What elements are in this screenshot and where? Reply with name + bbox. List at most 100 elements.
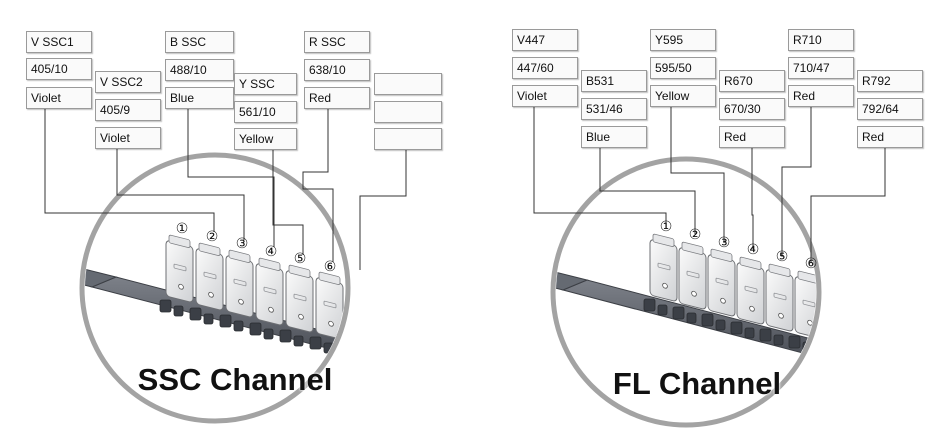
connector-peg: [730, 321, 743, 335]
filter-label: 488/10: [165, 59, 234, 81]
magnifier-ring: [79, 152, 351, 424]
detector-screw: [238, 298, 244, 305]
connector-peg: [263, 328, 274, 340]
connector-peg: [701, 313, 714, 327]
filter-label: 670/30: [719, 98, 785, 120]
detector-top: [739, 256, 762, 270]
laser-label: Violet: [512, 85, 578, 107]
laser-label: [374, 128, 442, 150]
connector-peg: [773, 334, 784, 346]
detector-body: [255, 263, 284, 326]
detector-slot: [323, 300, 337, 309]
position-marker-2: ②: [689, 227, 702, 243]
detector-slot: [802, 299, 816, 308]
detector-block: [707, 248, 736, 317]
laser-label: Blue: [165, 87, 234, 109]
detector-top: [768, 263, 791, 277]
position-marker-6: ⑥: [324, 259, 337, 275]
detector-body: [736, 262, 765, 325]
filter-label: 447/60: [512, 57, 578, 79]
detector-slot: [686, 270, 700, 279]
connector-peg: [293, 335, 304, 347]
detector-screw: [691, 290, 697, 297]
connector-peg: [279, 329, 292, 343]
detector-screw: [208, 291, 214, 298]
detector-screw: [662, 282, 668, 289]
detector-screw: [178, 283, 184, 290]
panel-title: SSC Channel: [137, 362, 333, 397]
detector-screw: [328, 320, 334, 327]
channel-name-label: B SSC: [165, 31, 234, 53]
connector-peg: [643, 298, 656, 312]
connector-peg: [173, 305, 184, 317]
panel-title: FL Channel: [612, 366, 782, 401]
leader-line-1: [44, 109, 215, 232]
position-marker-2: ②: [206, 229, 219, 245]
position-marker-1: ①: [176, 221, 189, 237]
detector-slot: [715, 277, 729, 286]
channel-name-label: V SSC1: [26, 31, 92, 53]
detector-body: [765, 269, 794, 332]
channel-name-label: R SSC: [304, 31, 370, 53]
rail-bar-extension: [556, 264, 589, 291]
filter-label: 638/10: [304, 59, 370, 81]
connector-peg: [159, 299, 172, 313]
detector-screw: [298, 313, 304, 320]
laser-label: Red: [857, 126, 923, 148]
detector-slot: [173, 263, 187, 272]
detector-screw: [268, 306, 274, 313]
connector-peg: [744, 327, 755, 339]
position-marker-6: ⑥: [805, 256, 818, 272]
detector-block: [678, 241, 707, 310]
channel-name-label: R792: [857, 70, 923, 92]
filter-label: 405/9: [95, 99, 161, 121]
detector-block: [285, 264, 314, 333]
channel-name-label: B531: [581, 70, 647, 92]
connector-peg: [759, 328, 772, 342]
detector-body: [678, 247, 707, 310]
position-marker-1: ①: [660, 219, 673, 235]
connector-peg: [686, 312, 697, 324]
detector-slot: [203, 271, 217, 280]
detector-top: [681, 241, 704, 255]
magnifier-ring: [550, 156, 822, 428]
detector-body: [285, 270, 314, 333]
detector-top: [288, 264, 311, 278]
connector-peg: [672, 306, 685, 320]
channel-name-label: R710: [788, 29, 854, 51]
detector-top: [318, 271, 341, 285]
detector-block: [736, 256, 765, 325]
laser-label: Yellow: [234, 128, 297, 150]
detector-screw: [749, 305, 755, 312]
leader-line-2: [599, 148, 696, 234]
laser-label: Red: [788, 85, 854, 107]
detector-body: [195, 248, 224, 311]
detector-body: [707, 254, 736, 317]
detector-slot: [773, 292, 787, 301]
laser-label: Yellow: [650, 85, 716, 107]
laser-label: Blue: [581, 126, 647, 148]
channel-name-label: V447: [512, 29, 578, 51]
connector-peg: [249, 322, 262, 336]
detector-block: [255, 257, 284, 326]
leader-line-4: [272, 150, 304, 255]
channel-name-label: V SSC2: [95, 71, 161, 93]
leader-line-4: [751, 148, 754, 249]
channel-name-label: Y SSC: [234, 73, 297, 95]
detector-screw: [778, 312, 784, 319]
detector-slot: [233, 278, 247, 287]
connector-peg: [788, 335, 801, 349]
detector-slot: [657, 262, 671, 271]
detector-screw: [720, 297, 726, 304]
laser-label: Violet: [26, 87, 92, 109]
detector-top: [228, 249, 251, 263]
detector-body: [225, 255, 254, 318]
connector-peg: [233, 320, 244, 332]
filter-label: 405/10: [26, 58, 92, 80]
connector-peg: [219, 314, 232, 328]
detector-top: [198, 242, 221, 256]
detector-top: [797, 270, 816, 284]
